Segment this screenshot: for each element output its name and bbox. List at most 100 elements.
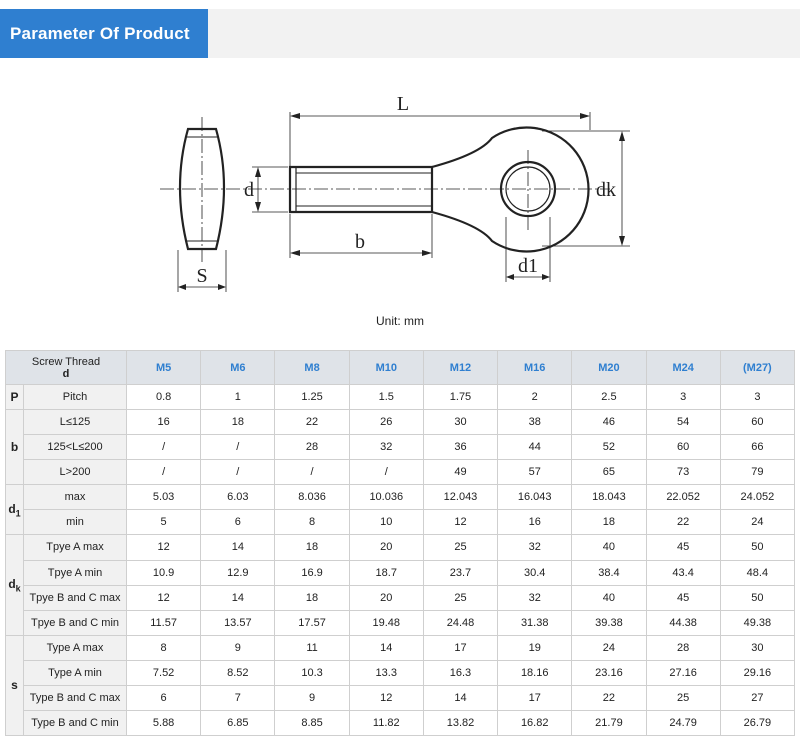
value-cell: 9: [274, 684, 350, 711]
value-cell: 73: [645, 459, 721, 486]
value-cell: 16: [497, 509, 573, 536]
size-header: M5: [125, 349, 202, 386]
value-cell: 14: [200, 584, 276, 611]
value-cell: 49: [422, 459, 499, 486]
value-cell: 11.82: [348, 709, 424, 737]
value-cell: 8: [274, 509, 350, 536]
value-cell: 12.9: [200, 559, 276, 586]
group-symbol-visual: d1: [8, 501, 21, 519]
value-cell: 60: [719, 409, 796, 436]
value-cell: 2: [497, 384, 573, 411]
value-cell: 21.79: [571, 709, 647, 737]
row-label: Pitch: [23, 384, 127, 411]
value-cell: 5: [125, 509, 202, 536]
value-cell: 16.043: [497, 484, 573, 511]
value-cell: 24: [571, 634, 647, 661]
value-cell: 22: [645, 509, 721, 536]
value-cell: 49.38: [719, 609, 796, 636]
value-cell: 13.57: [200, 609, 276, 636]
value-cell: 30: [719, 634, 796, 661]
row-label: 125<L≤200: [23, 434, 127, 461]
value-cell: 40: [571, 584, 647, 611]
size-header: M12: [422, 349, 499, 386]
value-cell: 30: [422, 409, 499, 436]
value-cell: 12: [125, 534, 202, 561]
value-cell: 12.043: [422, 484, 499, 511]
value-cell: 19.48: [348, 609, 424, 636]
value-cell: 10.036: [348, 484, 424, 511]
value-cell: 18: [571, 509, 647, 536]
value-cell: 11: [274, 634, 350, 661]
value-cell: 11.57: [125, 609, 202, 636]
value-cell: 39.38: [571, 609, 647, 636]
value-cell: 38: [497, 409, 573, 436]
value-cell: /: [274, 459, 350, 486]
value-cell: 8.52: [200, 659, 276, 686]
unit-caption: Unit: mm: [376, 314, 424, 328]
value-cell: 32: [497, 584, 573, 611]
value-cell: 2.5: [571, 384, 647, 411]
value-cell: /: [125, 459, 202, 486]
value-cell: 50: [719, 534, 796, 561]
eye-outline: [431, 126, 590, 253]
value-cell: 18.16: [497, 659, 573, 686]
value-cell: 19: [497, 634, 573, 661]
value-cell: 18.043: [571, 484, 647, 511]
value-cell: 38.4: [571, 559, 647, 586]
eye-bolt-diagram: L dk d b d1 S: [160, 93, 630, 292]
value-cell: /: [125, 434, 202, 461]
label-dk: dk: [596, 179, 616, 201]
group-symbol: s: [5, 634, 24, 737]
value-cell: 16.82: [497, 709, 573, 737]
size-header: (M27): [719, 349, 796, 386]
value-cell: 16.3: [422, 659, 499, 686]
value-cell: 57: [497, 459, 573, 486]
value-cell: 22: [274, 409, 350, 436]
value-cell: 20: [348, 534, 424, 561]
value-cell: 1: [200, 384, 276, 411]
table-row: d1d1max5.036.038.03610.03612.04316.04318…: [5, 484, 796, 536]
value-cell: 28: [274, 434, 350, 461]
value-cell: 32: [348, 434, 424, 461]
row-label: Type B and C max: [23, 684, 127, 711]
value-cell: 60: [645, 434, 721, 461]
value-cell: 6.03: [200, 484, 276, 511]
group-symbol: dkdk: [5, 534, 24, 636]
value-cell: 12: [125, 584, 202, 611]
row-label: Tpye B and C max: [23, 584, 127, 611]
corner-cell: Screw Thread d: [5, 349, 127, 386]
value-cell: 0.8: [125, 384, 202, 411]
value-cell: 7.52: [125, 659, 202, 686]
value-cell: 24.052: [719, 484, 796, 511]
size-header: M16: [497, 349, 573, 386]
side-view-outline: [178, 127, 226, 251]
section-title: Parameter Of Product: [0, 9, 208, 58]
value-cell: 30.4: [497, 559, 573, 586]
value-cell: 17: [422, 634, 499, 661]
value-cell: 27.16: [645, 659, 721, 686]
value-cell: 25: [422, 584, 499, 611]
value-cell: 27: [719, 684, 796, 711]
size-header: M8: [274, 349, 350, 386]
value-cell: 26.79: [719, 709, 796, 737]
size-header: M10: [348, 349, 424, 386]
value-cell: 22: [571, 684, 647, 711]
value-cell: 13.82: [422, 709, 499, 737]
value-cell: 22.052: [645, 484, 721, 511]
value-cell: 66: [719, 434, 796, 461]
value-cell: /: [348, 459, 424, 486]
value-cell: 8.85: [274, 709, 350, 737]
value-cell: 52: [571, 434, 647, 461]
corner-label: Screw Thread: [31, 355, 101, 368]
